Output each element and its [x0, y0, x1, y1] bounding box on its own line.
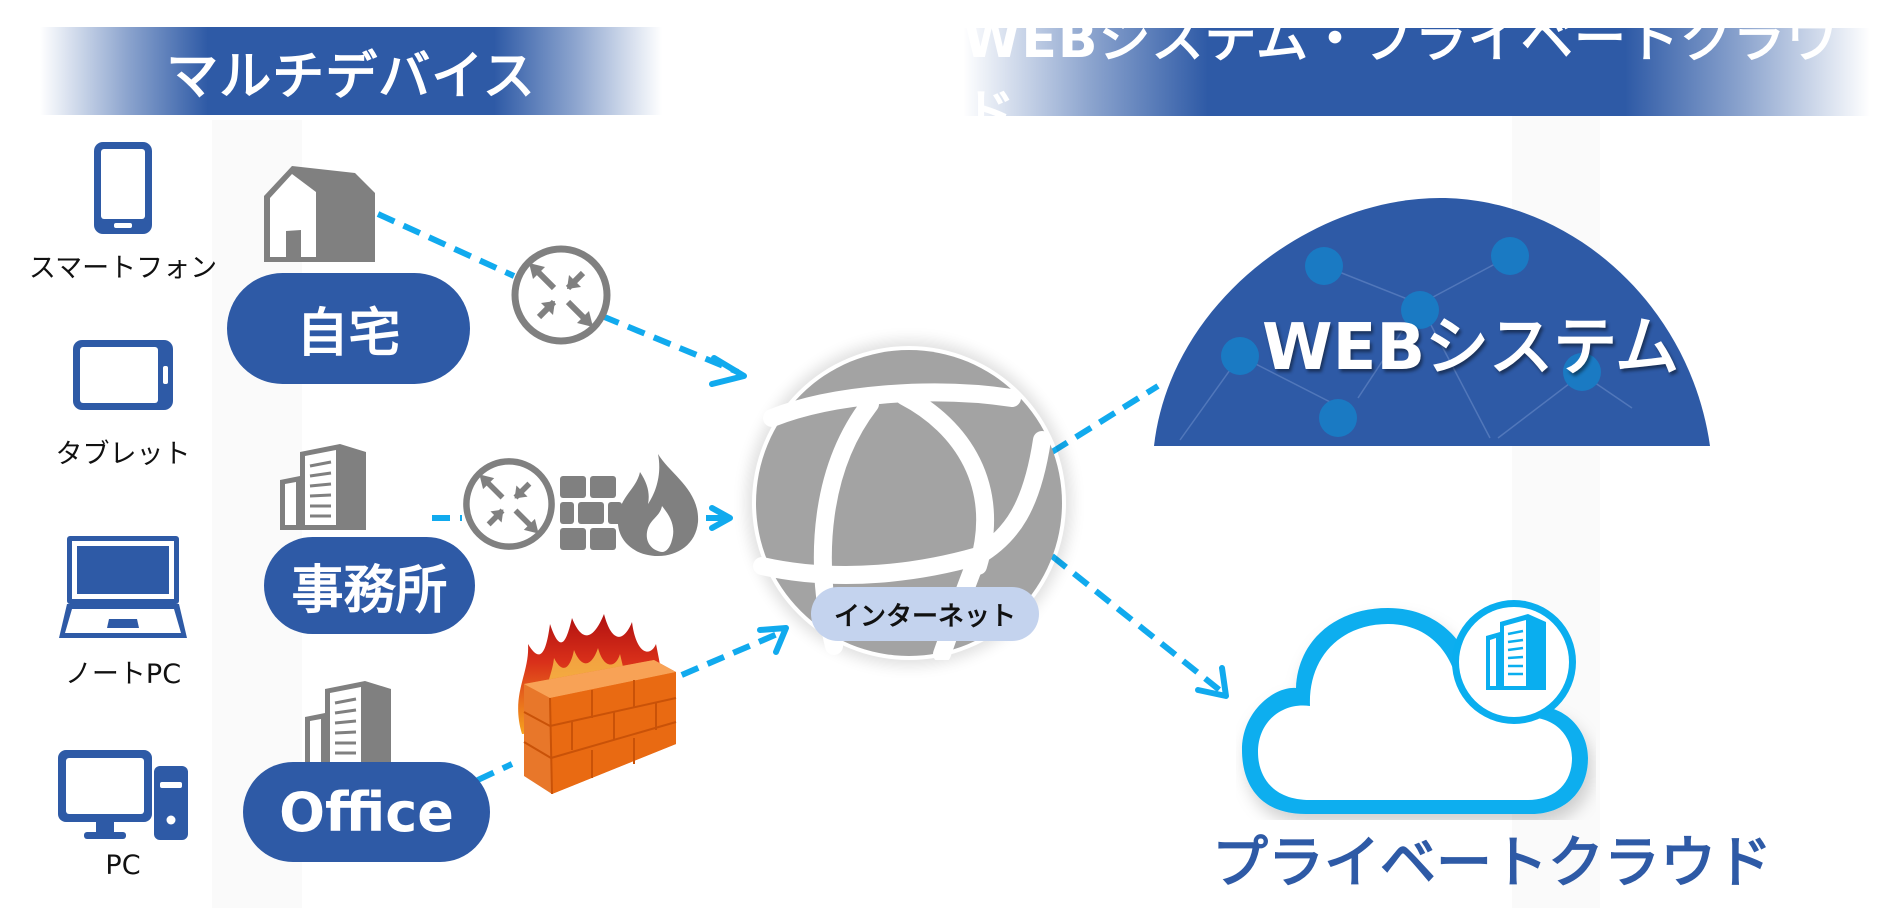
location-home-label: 自宅 [296, 304, 401, 364]
location-office-en-label: Office [279, 780, 454, 844]
header-web-private-cloud-title: WEBシステム・プライベートクラウド [963, 10, 1839, 145]
device-label: PC [105, 850, 141, 881]
arrowhead-icon [709, 355, 747, 387]
device-label: スマートフォン [28, 253, 218, 284]
network-node [1401, 291, 1439, 329]
location-office-jp-pill: 事務所 [264, 537, 475, 634]
header-multidevice-title: マルチデバイス [166, 46, 536, 107]
office-building-icon [280, 444, 366, 530]
location-office-en-pill: Office [243, 762, 490, 862]
web-system-dome [1154, 198, 1710, 446]
router-icon [511, 245, 611, 345]
tablet-icon [73, 340, 173, 410]
network-node [1319, 399, 1357, 437]
web-system-label: WEBシステム [1262, 311, 1680, 385]
location-office-jp-label: 事務所 [291, 561, 448, 621]
device-label: ノートPC [64, 659, 182, 690]
connector-router-internet [600, 313, 740, 375]
internet-label: インターネット [811, 587, 1039, 641]
connector-internet-cloud [1050, 553, 1224, 695]
connector-home-router [376, 211, 516, 279]
device-desktop-pc: PC [23, 748, 223, 881]
network-node [1563, 353, 1601, 391]
connector-internet-web [1050, 383, 1160, 455]
router-icon [463, 458, 555, 550]
office-building-icon [305, 681, 391, 767]
device-laptop: ノートPC [23, 534, 223, 691]
desktop-pc-icon [58, 750, 188, 840]
device-label: タブレット [55, 439, 191, 470]
smartphone-icon [94, 142, 152, 234]
internet-label-text: インターネット [833, 601, 1016, 632]
private-cloud-label: プライベートクラウド [1212, 831, 1772, 896]
device-smartphone: スマートフォン [23, 140, 223, 285]
network-node [1221, 337, 1259, 375]
arrowhead-icon [1195, 665, 1229, 699]
cloud-building-icon [1242, 600, 1588, 814]
house-icon [264, 166, 375, 262]
laptop-icon [59, 536, 187, 638]
device-tablet: タブレット [23, 338, 223, 471]
network-node [1305, 247, 1343, 285]
header-multidevice: マルチデバイス [40, 27, 662, 115]
header-web-private-cloud: WEBシステム・プライベートクラウド [963, 10, 1870, 145]
brick-firewall-icon [518, 614, 677, 795]
firewall-icon [560, 454, 699, 556]
location-home-pill: 自宅 [227, 273, 470, 384]
arrowhead-icon [709, 505, 733, 531]
arrowhead-icon [757, 625, 789, 655]
connector-firewall-internet [654, 629, 784, 689]
network-node [1491, 237, 1529, 275]
